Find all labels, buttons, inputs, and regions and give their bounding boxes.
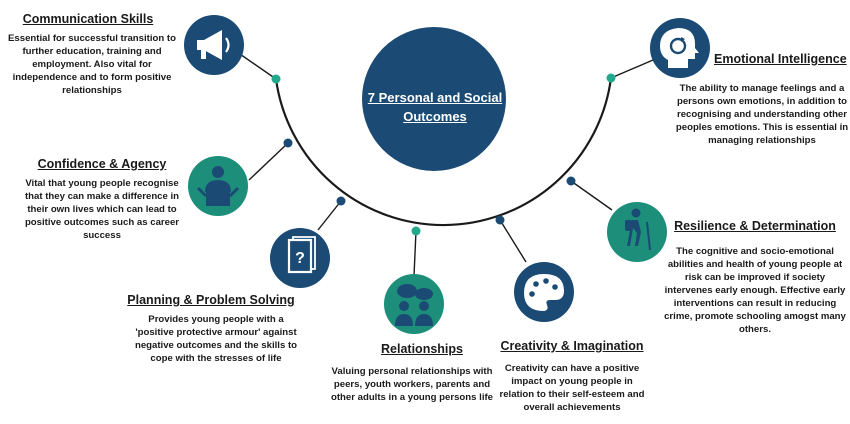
palette-icon <box>514 262 574 322</box>
megaphone-icon <box>184 15 244 75</box>
person-podium-icon <box>188 156 248 216</box>
center-title: 7 Personal and Social Outcomes <box>367 90 503 124</box>
outcome-title: Creativity & Imagination <box>500 339 644 353</box>
outcome-confidence: Confidence & Agency Vital that young peo… <box>24 157 180 242</box>
outcome-description: The cognitive and socio-emotional abilit… <box>664 246 846 335</box>
outcome-title: Planning & Problem Solving <box>127 293 295 307</box>
connector-relationships <box>413 230 417 277</box>
outcome-resilience: Resilience & Determination The cognitive… <box>662 219 848 336</box>
arc-dot-relationships <box>411 226 421 236</box>
connector-confidence <box>248 142 289 181</box>
connector-resilience <box>570 180 613 211</box>
outcome-planning: Planning & Problem Solving Provides youn… <box>127 293 300 365</box>
hiker-icon <box>607 202 667 262</box>
outcome-description: Vital that young people recognise that t… <box>24 178 180 241</box>
outcome-title: Confidence & Agency <box>37 157 167 171</box>
connector-planning <box>317 200 342 231</box>
outcome-emotional: Emotional Intelligence The ability to ma… <box>674 52 850 147</box>
svg-text:?: ? <box>295 250 305 267</box>
outcome-creativity: Creativity & Imagination Creativity can … <box>498 339 646 414</box>
connector-creativity <box>499 219 527 263</box>
question-book-icon: ? <box>270 228 330 288</box>
arc-dot-confidence <box>283 138 293 148</box>
connector-communication <box>236 51 277 80</box>
outcome-title: Resilience & Determination <box>674 219 836 233</box>
outcome-communication: Communication Skills Essential for succe… <box>4 12 180 97</box>
outcome-description: Creativity can have a positive impact on… <box>499 363 645 413</box>
arc-dot-resilience <box>566 176 576 186</box>
outcome-description: Essential for successful transition to f… <box>8 33 176 96</box>
outcome-title: Communication Skills <box>22 12 154 26</box>
arc-dot-communication <box>271 74 281 84</box>
arc-dot-planning <box>336 196 346 206</box>
outcome-relationships: Relationships Valuing personal relations… <box>326 342 498 404</box>
outcome-description: Provides young people with a 'positive p… <box>134 314 298 364</box>
head-refresh-icon <box>650 18 710 78</box>
outcome-description: Valuing personal relationships with peer… <box>330 366 494 403</box>
outcomes-arc <box>274 77 613 227</box>
outcome-title: Relationships <box>381 342 463 356</box>
connectors <box>236 51 654 277</box>
center-circle <box>362 27 506 171</box>
arc-dot-creativity <box>495 215 505 225</box>
outcome-title: Emotional Intelligence <box>714 52 847 66</box>
outcome-description: The ability to manage feelings and a per… <box>675 83 849 146</box>
people-chat-icon <box>384 274 444 334</box>
connector-emotional <box>610 59 654 79</box>
arc-dot-emotional <box>606 73 616 83</box>
